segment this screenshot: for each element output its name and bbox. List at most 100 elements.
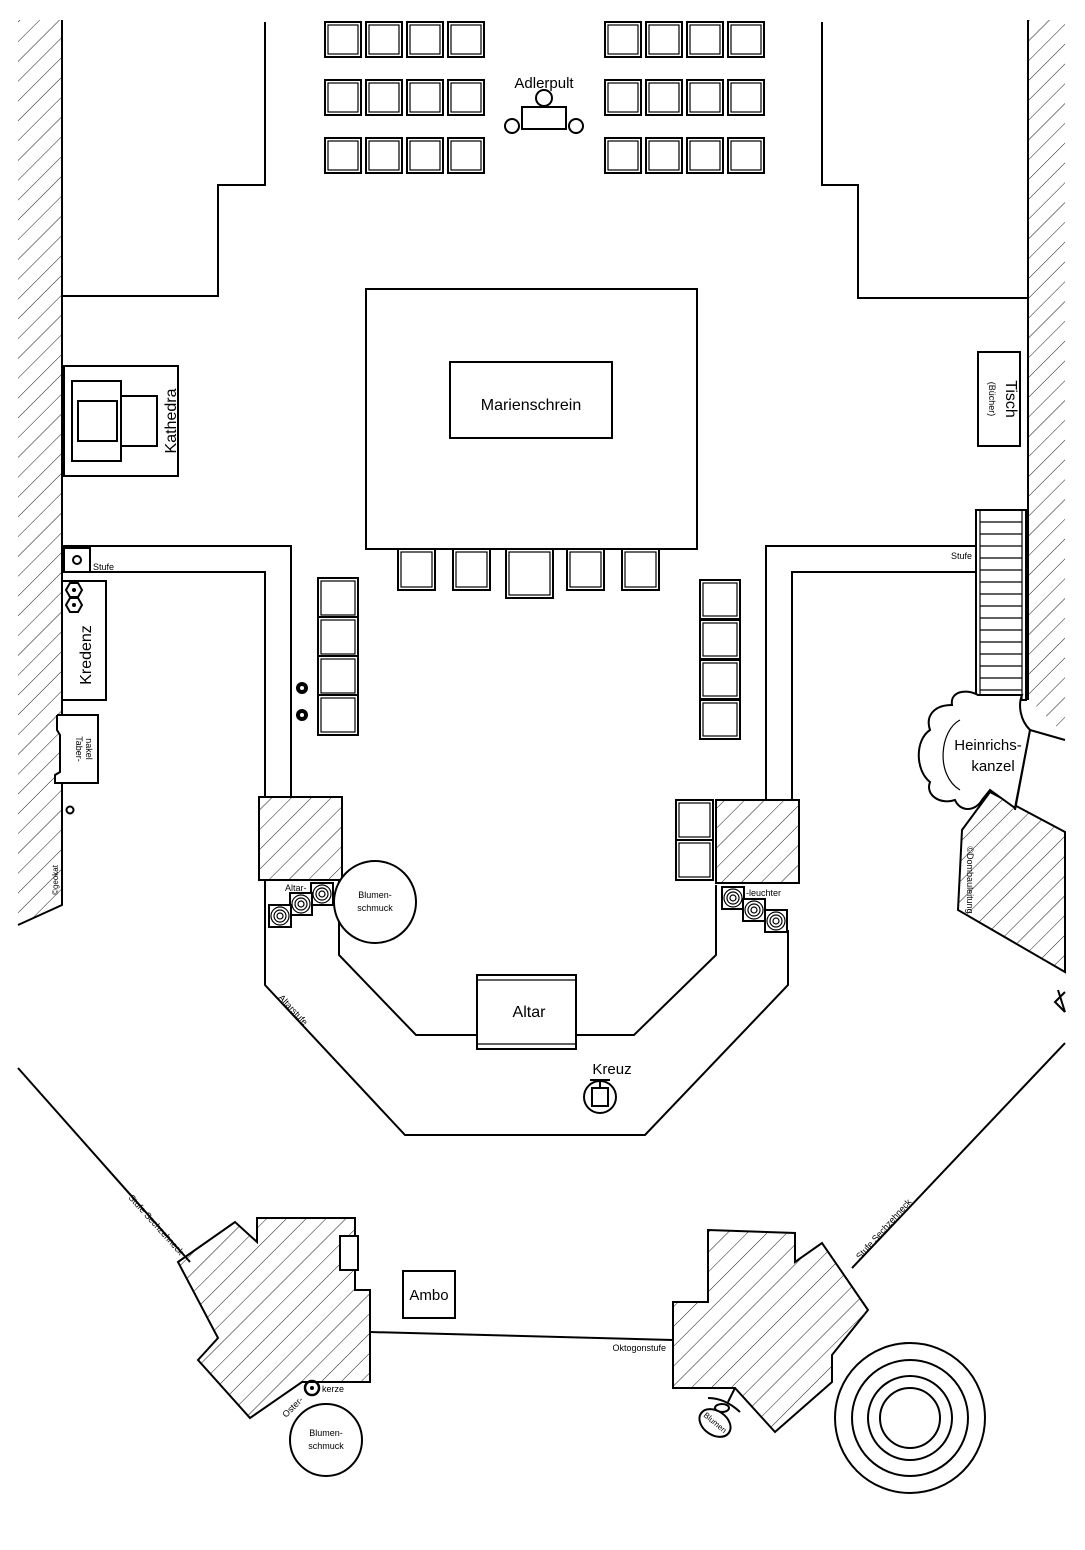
side-chair-left[interactable]	[317, 694, 359, 736]
pew-seat[interactable]	[686, 79, 724, 116]
pew-seat[interactable]	[604, 79, 642, 116]
stufe-left-label: Stufe	[93, 562, 114, 572]
pew-seat[interactable]	[324, 137, 362, 174]
kredenz-label: Kredenz	[78, 625, 95, 685]
small-box	[339, 1235, 359, 1271]
pew-seat[interactable]	[686, 21, 724, 58]
pew-seat[interactable]	[406, 137, 444, 174]
stufe-sechzehneck-left-label: Stufe Sechzehneck	[127, 1193, 187, 1258]
tabernakel[interactable]: Taber- nakel	[54, 714, 99, 784]
kanzel-stairs[interactable]	[975, 509, 1027, 701]
oktogon-step: Oktogonstufe	[369, 1331, 674, 1353]
altarleuchter-label-1: Altar-	[285, 883, 307, 893]
copyright-right: ©Dombauleitung	[965, 846, 975, 913]
pew-seat[interactable]	[604, 21, 642, 58]
blumenschmuck-top[interactable]: Blumen- schmuck	[333, 860, 417, 944]
blumenschmuck-top-label-2: schmuck	[357, 903, 393, 913]
oktogonstufe-label: Oktogonstufe	[612, 1343, 666, 1353]
tisch-sub-label: (Bücher)	[987, 382, 997, 417]
adlerpult-label: Adlerpult	[514, 75, 574, 92]
stufe-right-label: Stufe	[951, 551, 972, 561]
shrine-chair[interactable]	[621, 548, 660, 591]
adlerpult[interactable]: Adlerpult	[504, 75, 584, 134]
pew-seat[interactable]	[727, 79, 765, 116]
tabernakel-label-2: nakel	[84, 738, 94, 760]
pew-seat[interactable]	[406, 21, 444, 58]
marienschrein-label: Marienschrein	[481, 397, 581, 414]
pew-seat[interactable]	[645, 21, 683, 58]
blumenschmuck-top-label-1: Blumen-	[358, 890, 392, 900]
shrine-chairs	[397, 548, 660, 599]
osterkerze-label-2: kerze	[322, 1384, 344, 1394]
ambo[interactable]: Ambo	[402, 1270, 456, 1319]
heinrichskanzel-label-1: Heinrichs-	[954, 737, 1022, 754]
baptismal-font[interactable]	[834, 1342, 986, 1494]
altar-candle-icon[interactable]	[310, 882, 334, 906]
pew-seat[interactable]	[645, 79, 683, 116]
pew-seat[interactable]	[447, 137, 485, 174]
wall-ring-icon	[65, 805, 75, 815]
altar-candles[interactable]	[268, 882, 788, 933]
crossing-pillar-left	[176, 1217, 371, 1420]
pew-seat[interactable]	[645, 137, 683, 174]
nave-outline	[62, 22, 1028, 299]
kathedra[interactable]: Kathedra	[63, 365, 180, 477]
heinrichskanzel-label-2: kanzel	[971, 758, 1014, 775]
altar[interactable]: Altar	[476, 974, 577, 1050]
side-chair-right[interactable]	[675, 839, 714, 881]
right-step: Stufe	[765, 545, 976, 800]
crossing-pillar-right	[672, 1228, 870, 1434]
altar-candle-icon[interactable]	[289, 892, 313, 916]
left-wall	[17, 20, 63, 926]
shrine-chair[interactable]	[566, 548, 605, 591]
pews	[324, 21, 765, 174]
tabernakel-label-1: Taber-	[74, 736, 84, 762]
blumenschmuck-bottom-label-2: schmuck	[308, 1441, 344, 1451]
pew-seat[interactable]	[324, 21, 362, 58]
pew-seat[interactable]	[727, 21, 765, 58]
pew-seat[interactable]	[727, 137, 765, 174]
flower-icons	[296, 682, 308, 721]
altar-candle-icon[interactable]	[268, 904, 292, 928]
blumen[interactable]: Blumen	[694, 1387, 741, 1443]
shrine-chair[interactable]	[397, 548, 436, 591]
altarleuchter-label-2: -leuchter	[746, 888, 781, 898]
pillar-right	[715, 799, 800, 884]
pew-seat[interactable]	[447, 79, 485, 116]
side-chair-right[interactable]	[675, 799, 714, 841]
sechzehneck-step: Stufe Sechzehneck Stufe Sechzehneck	[17, 1042, 1066, 1269]
side-chair-right[interactable]	[699, 619, 741, 660]
heinrichskanzel[interactable]: Heinrichs- kanzel	[917, 690, 1032, 810]
stufe-sechzehneck-right-label: Stufe Sechzehneck	[854, 1197, 914, 1262]
pew-seat[interactable]	[324, 79, 362, 116]
altar-candle-icon[interactable]	[742, 898, 766, 922]
altar-label: Altar	[513, 1004, 547, 1021]
side-chair-left[interactable]	[317, 655, 359, 697]
kathedra-label: Kathedra	[163, 388, 180, 453]
side-chair-right[interactable]	[699, 659, 741, 700]
pew-seat[interactable]	[365, 21, 403, 58]
pew-seat[interactable]	[365, 79, 403, 116]
side-chair-right[interactable]	[699, 579, 741, 620]
pew-seat[interactable]	[365, 137, 403, 174]
kreuz-label: Kreuz	[592, 1061, 631, 1078]
side-chair-right[interactable]	[699, 699, 741, 740]
blumenschmuck-bottom-label-1: Blumen-	[309, 1428, 343, 1438]
tisch-label: Tisch	[1002, 380, 1019, 418]
pew-seat[interactable]	[406, 79, 444, 116]
side-chair-left[interactable]	[317, 577, 359, 619]
blumenschmuck-bottom[interactable]: Blumen- schmuck	[289, 1403, 363, 1477]
pew-seat[interactable]	[686, 137, 724, 174]
kredenz[interactable]: Kredenz	[61, 580, 107, 701]
pew-seat[interactable]	[604, 137, 642, 174]
altar-candle-icon[interactable]	[721, 886, 745, 910]
shrine-chair[interactable]	[452, 548, 491, 591]
copyright-left: ©geokat	[51, 864, 60, 895]
side-chair-left[interactable]	[317, 616, 359, 658]
marienschrein[interactable]: Marienschrein	[365, 288, 698, 550]
pew-seat[interactable]	[447, 21, 485, 58]
bishop-chair[interactable]	[505, 548, 554, 599]
kreuz[interactable]: Kreuz	[583, 1061, 632, 1114]
altar-candle-icon[interactable]	[764, 909, 788, 933]
tisch[interactable]: Tisch (Bücher)	[977, 351, 1021, 447]
